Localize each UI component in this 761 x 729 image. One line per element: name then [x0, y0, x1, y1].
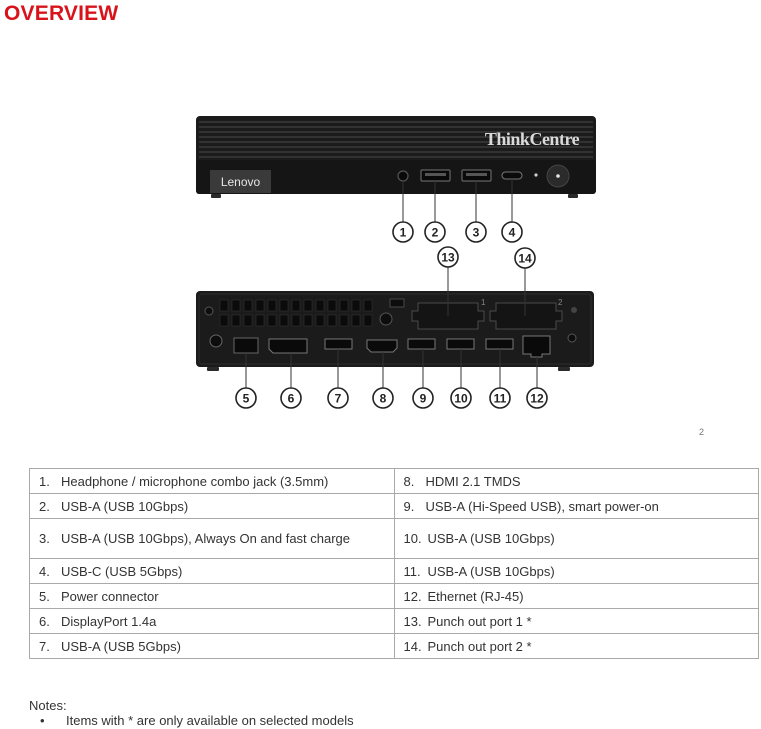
callout-11: 11	[489, 387, 511, 409]
svg-text:9: 9	[420, 392, 427, 406]
table-cell: 4.USB-C (USB 5Gbps)	[29, 558, 395, 584]
rear-view: 1 2	[196, 291, 594, 371]
displayport-icon	[268, 338, 308, 354]
table-cell: 14.Punch out port 2 *	[393, 633, 759, 659]
svg-text:4: 4	[509, 226, 516, 240]
callout-3: 3	[465, 221, 487, 243]
bullet-icon: •	[40, 713, 45, 728]
svg-text:8: 8	[380, 392, 387, 406]
svg-text:1: 1	[481, 298, 486, 307]
svg-text:3: 3	[473, 226, 480, 240]
lenovo-logo: Lenovo	[221, 175, 261, 189]
callout-8: 8	[372, 387, 394, 409]
table-cell: 6.DisplayPort 1.4a	[29, 608, 395, 634]
power-connector-icon	[209, 334, 223, 348]
usb-a-port-icon	[324, 338, 353, 350]
svg-text:10: 10	[454, 392, 468, 406]
table-cell: 1.Headphone / microphone combo jack (3.5…	[29, 468, 395, 494]
screw-icon	[204, 306, 214, 316]
callout-4: 4	[501, 221, 523, 243]
notes-heading: Notes:	[29, 698, 67, 713]
table-cell: 12.Ethernet (RJ-45)	[393, 583, 759, 609]
table-cell: 13.Punch out port 1 *	[393, 608, 759, 634]
ethernet-port-icon	[522, 335, 551, 358]
table-row: 7.USB-A (USB 5Gbps) 14.Punch out port 2 …	[29, 633, 759, 659]
table-row: 2.USB-A (USB 10Gbps) 9.USB-A (Hi-Speed U…	[29, 493, 759, 519]
callout-5: 5	[235, 387, 257, 409]
callout-9: 9	[412, 387, 434, 409]
callout-14: 14	[514, 247, 536, 269]
usb-a-port-icon	[407, 338, 436, 350]
callout-7: 7	[327, 387, 349, 409]
table-cell: 8.HDMI 2.1 TMDS	[393, 468, 759, 494]
port-spec-table: 1.Headphone / microphone combo jack (3.5…	[29, 468, 759, 659]
callout-markers: 1 2 3 4 5 6 7 8 9 10 11 12 13 14	[235, 221, 548, 409]
svg-text:1: 1	[400, 226, 407, 240]
table-cell: 10.USB-A (USB 10Gbps)	[393, 518, 759, 559]
svg-text:2: 2	[432, 226, 439, 240]
thinkcentre-logo: ThinkCentre	[485, 129, 580, 149]
usb-c-port-icon	[501, 171, 523, 180]
table-cell: 7.USB-A (USB 5Gbps)	[29, 633, 395, 659]
power-connector-icon	[233, 337, 259, 354]
svg-text:5: 5	[243, 392, 250, 406]
svg-text:11: 11	[494, 392, 507, 406]
callout-12: 12	[526, 387, 548, 409]
callout-13: 13	[437, 246, 459, 268]
table-cell: 5.Power connector	[29, 583, 395, 609]
front-view: Lenovo ThinkCentre	[196, 116, 596, 198]
callout-1: 1	[392, 221, 414, 243]
table-row: 1.Headphone / microphone combo jack (3.5…	[29, 468, 759, 494]
table-row: 3.USB-A (USB 10Gbps), Always On and fast…	[29, 518, 759, 559]
lenovo-badge	[210, 170, 271, 193]
table-cell: 3.USB-A (USB 10Gbps), Always On and fast…	[29, 518, 395, 559]
svg-text:13: 13	[441, 251, 455, 265]
table-cell: 9.USB-A (Hi-Speed USB), smart power-on	[393, 493, 759, 519]
hdmi-port-icon	[366, 339, 398, 353]
svg-text:14: 14	[518, 252, 532, 266]
table-cell: 2.USB-A (USB 10Gbps)	[29, 493, 395, 519]
note-text: Items with * are only available on selec…	[66, 713, 354, 728]
page-number: 2	[699, 427, 705, 437]
callout-10: 10	[450, 387, 472, 409]
svg-text:12: 12	[530, 392, 544, 406]
svg-text:7: 7	[335, 392, 342, 406]
audio-jack-icon	[397, 170, 409, 182]
callout-2: 2	[424, 221, 446, 243]
table-cell: 11.USB-A (USB 10Gbps)	[393, 558, 759, 584]
table-row: 6.DisplayPort 1.4a 13.Punch out port 1 *	[29, 608, 759, 634]
callout-6: 6	[280, 387, 302, 409]
page-title: OVERVIEW	[4, 2, 119, 25]
table-row: 4.USB-C (USB 5Gbps) 11.USB-A (USB 10Gbps…	[29, 558, 759, 584]
device-illustration: Lenovo ThinkCentre	[196, 116, 596, 409]
table-row: 5.Power connector 12.Ethernet (RJ-45)	[29, 583, 759, 609]
usb-a-port-icon	[446, 338, 475, 350]
svg-text:2: 2	[558, 298, 563, 307]
svg-text:6: 6	[288, 392, 295, 406]
usb-a-port-icon	[485, 338, 514, 350]
punch-out-port-2-icon	[489, 302, 563, 330]
